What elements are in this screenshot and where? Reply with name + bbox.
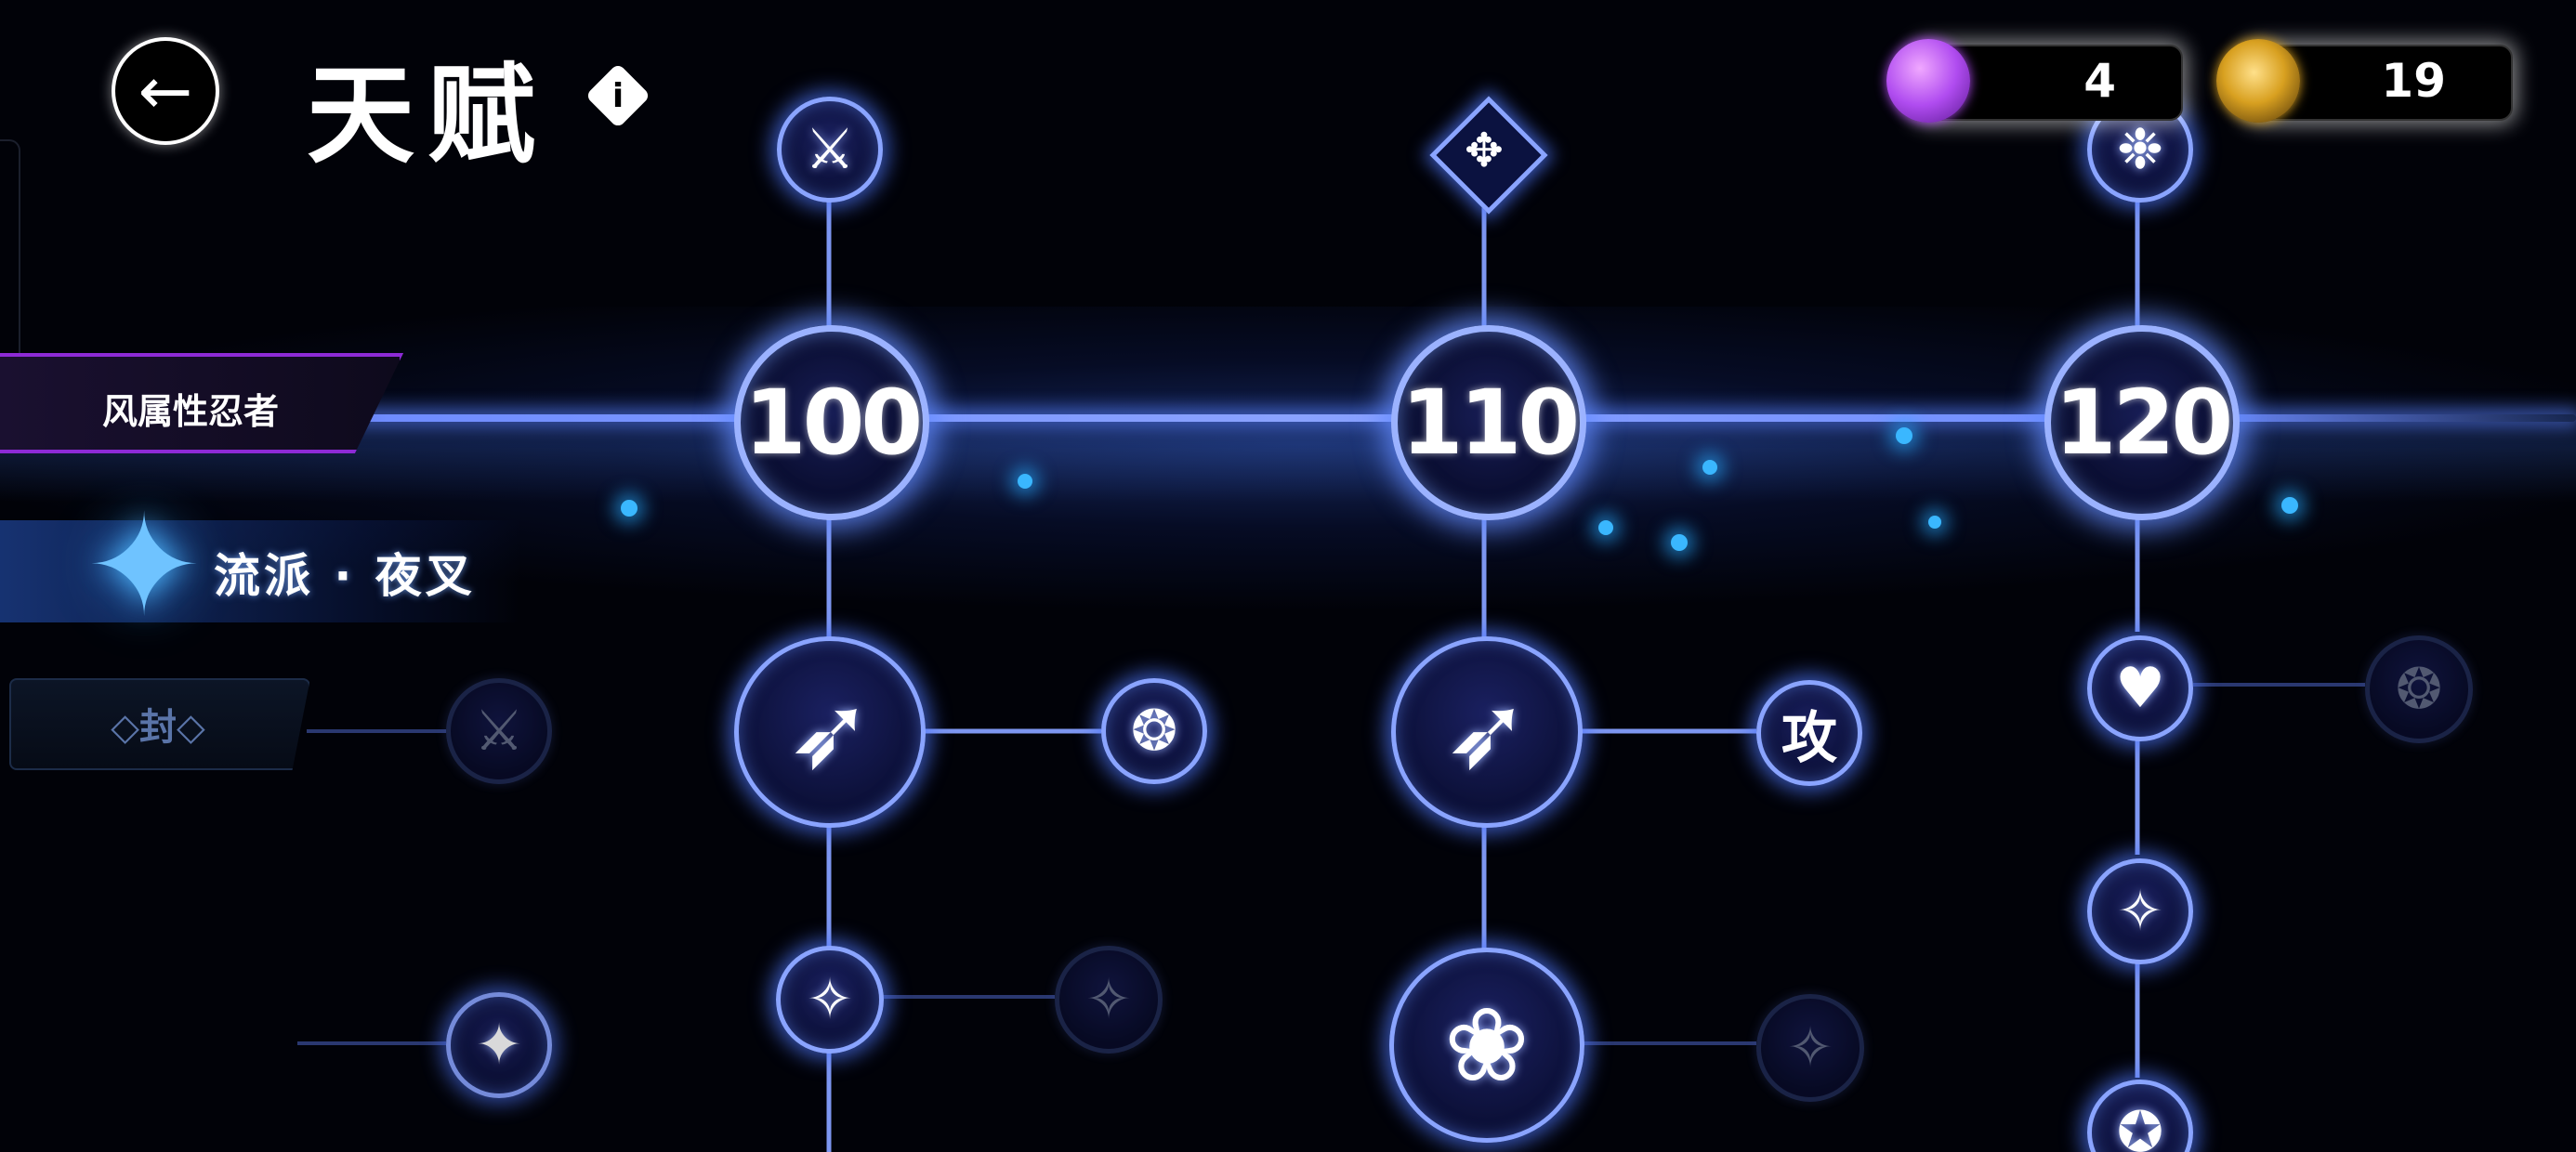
talent-node-shuriken[interactable]: ✦: [446, 992, 552, 1098]
beast-icon: ❂: [1130, 699, 1178, 764]
talent-node-blade[interactable]: ⚔: [777, 97, 883, 203]
shuriken-small-icon: ✦: [475, 1013, 523, 1078]
talent-node-beast[interactable]: ❂: [1101, 678, 1207, 784]
school-label: 流派 · 夜叉: [214, 549, 476, 603]
shuriken-icon: ✦: [85, 486, 203, 648]
blade-dim-icon: ⚔: [474, 699, 524, 764]
talent-node-slash-locked-2[interactable]: ✧: [1756, 994, 1864, 1102]
level-node-100[interactable]: 100: [734, 325, 929, 520]
beast-dim-icon: ❂: [2395, 657, 2443, 722]
talent-node-feather-slash[interactable]: ➶: [1391, 636, 1583, 828]
sparkle: [1671, 534, 1688, 551]
attribute-tab-label: 风属性忍者: [102, 391, 280, 432]
blade-icon: ⚔: [805, 117, 855, 182]
level-node-120[interactable]: 120: [2044, 325, 2240, 520]
talent-node-beast-locked[interactable]: ❂: [2365, 635, 2473, 743]
level-label: 100: [743, 371, 923, 475]
sparkle: [1018, 474, 1032, 489]
talent-node-feather-up[interactable]: ➶: [734, 636, 926, 828]
sparkle: [1896, 427, 1912, 444]
gold-flame-icon: [2216, 39, 2300, 123]
feather-slash-icon: ➶: [1443, 673, 1531, 792]
slash-dim-icon: ✧: [1786, 1015, 1834, 1080]
talent-node-slash[interactable]: ✧: [776, 946, 884, 1054]
sparkle: [1598, 520, 1613, 535]
talent-node-slash-locked[interactable]: ✧: [1055, 946, 1163, 1054]
back-button[interactable]: ←: [112, 37, 219, 145]
talent-node-seal-blade[interactable]: ⚔: [446, 678, 552, 784]
purple-gem-icon: [1886, 39, 1970, 123]
level-label: 110: [1400, 371, 1580, 475]
school-banner[interactable]: [0, 520, 520, 622]
sparkle: [1928, 516, 1941, 529]
slash-icon: ✧: [806, 967, 854, 1032]
level-label: 120: [2054, 371, 2233, 475]
currency-gold-value: 19: [2381, 54, 2446, 108]
talent-node-heart-swirl[interactable]: ♥: [2087, 635, 2193, 741]
currency-purple-value: 4: [2083, 54, 2116, 108]
talent-node-slash-120[interactable]: ✧: [2087, 858, 2193, 964]
level-node-110[interactable]: 110: [1391, 325, 1586, 520]
wolf-icon: ❀: [1443, 986, 1531, 1105]
wind-icon: ❉: [2116, 117, 2164, 182]
seal-label: ◇封◇: [111, 706, 205, 749]
sparkle: [621, 500, 637, 517]
sparkle: [2281, 497, 2298, 514]
back-arrow-icon: ←: [138, 53, 193, 129]
slash-icon: ✧: [2116, 879, 2164, 944]
page-title: 天赋: [307, 52, 548, 178]
talent-node-attack[interactable]: 攻: [1756, 680, 1862, 786]
slash-dim-icon: ✧: [1084, 967, 1133, 1032]
talent-node-hammer[interactable]: ✪: [2087, 1080, 2193, 1152]
talent-node-wolf[interactable]: ❀: [1389, 948, 1584, 1143]
attack-icon: 攻: [1781, 705, 1837, 771]
heart-swirl-icon: ♥: [2115, 656, 2165, 721]
kunai-diamond-icon: ✥: [1465, 124, 1504, 177]
feather-up-icon: ➶: [786, 673, 874, 792]
level-beam: [0, 414, 2576, 422]
info-icon: i: [611, 76, 624, 115]
hammer-icon: ✪: [2116, 1100, 2164, 1152]
seal-tab[interactable]: [9, 678, 310, 770]
sparkle: [1702, 460, 1717, 475]
attribute-tab[interactable]: [0, 353, 403, 453]
